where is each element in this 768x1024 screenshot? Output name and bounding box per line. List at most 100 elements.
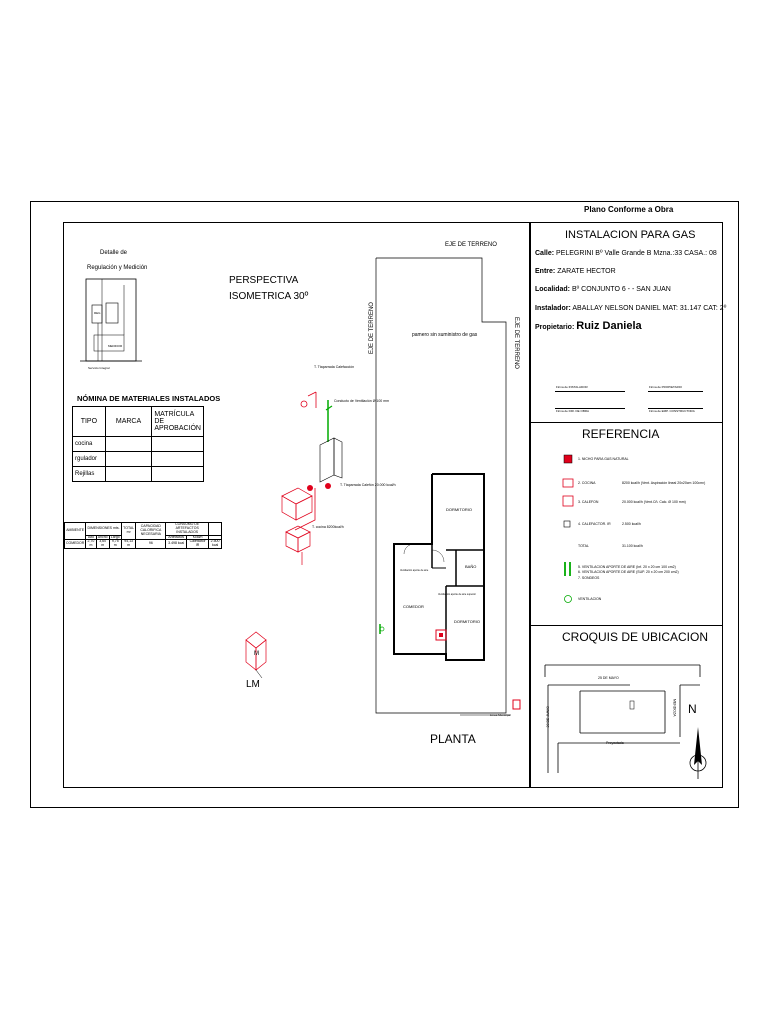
firma-line-2	[648, 391, 703, 392]
amb-header-blank	[208, 534, 222, 541]
instalador-label: Instalador:	[535, 305, 571, 312]
amb-header-capacidad: CAPACIDAD CALORIFICA NECESARIA	[135, 521, 167, 541]
planta-calefactor-symbol	[435, 629, 447, 641]
localidad-label: Localidad:	[535, 286, 571, 293]
street-bottom: Proyectada	[606, 741, 624, 745]
planta-note-small-2: Ventilación aporte de aire superior	[438, 593, 476, 596]
mat-cell-empty	[104, 466, 153, 482]
amb-header-largo: Largo	[108, 534, 122, 541]
planta-title: PLANTA	[430, 732, 476, 746]
mat-cell-empty	[151, 466, 204, 482]
ref-item-7: 7. SONDEOS	[578, 576, 600, 580]
drawing-frame	[63, 222, 530, 788]
entre-value: ZARATE HECTOR	[557, 268, 616, 275]
amb-cell: 2,70 m	[85, 539, 97, 550]
ref-item-4: 4. CALEFACTOR. IR	[578, 522, 611, 526]
lm-box	[245, 631, 267, 649]
amb-cell: 3.498 kcal	[165, 539, 188, 550]
firma-propietario: Firma de PROPIETARIO	[649, 385, 682, 389]
firma-dir-obra: Firma de DIR. DE OBRA	[556, 409, 590, 413]
iso-label-calefon: T. Ttaparrada Calefón 20.000 kcal/h	[340, 483, 396, 487]
instalador-line: Instalador: ABALLAY NELSON DANIEL MAT: 3…	[535, 305, 726, 312]
ambiente-table: AMBIENTE DIMENSIONES mts. TOTAL m³ CAPAC…	[63, 521, 222, 550]
croquis-title: CROQUIS DE UBICACION	[562, 630, 709, 644]
mat-cell-empty	[104, 451, 153, 467]
detalle-regulador: REG	[94, 311, 101, 315]
amb-header-blank	[208, 522, 222, 536]
ref-total-value: 31.100 kcal/h	[622, 544, 643, 548]
street-right: MENDOZA	[672, 699, 677, 717]
detalle-drawing	[80, 278, 142, 362]
croquis-map	[544, 664, 707, 779]
planta-nicho-symbol	[512, 699, 521, 710]
perspectiva-title-2: ISOMETRICA 30º	[229, 291, 309, 302]
iso-lm-large: LM	[246, 679, 260, 690]
detalle-title-2: Regulación y Medición	[87, 265, 148, 271]
lote-marker	[629, 700, 635, 710]
regulador-box	[91, 304, 103, 324]
calefactor-symbol	[563, 520, 571, 528]
planta-note-small-1: Ventilación aporte de aire	[400, 569, 429, 572]
amb-header-total: TOTAL m³	[120, 521, 137, 541]
firma-emp-constructora: Firma de EMP. CONSTRUCTORA	[649, 409, 695, 413]
ventilacion-circle	[564, 595, 572, 603]
planta-drawing	[375, 257, 521, 716]
amb-header-dimensiones: DIMENSIONES mts.	[85, 522, 122, 536]
firma-instalador: Firma de INSTALADOR	[556, 385, 588, 389]
room-comedor: COMEDOR	[403, 604, 424, 609]
calefon-symbol	[562, 495, 574, 507]
detalle-title-1: Detalle de	[100, 250, 128, 256]
ref-item-3: 3. CALEFON	[578, 500, 599, 504]
planta-note: pamero sin suministro de gas	[412, 332, 478, 338]
room-dormitorio-2: DORMITORIO	[454, 619, 480, 624]
ref-item-1: 1. NICHO PARA GAS NATURAL	[578, 457, 629, 461]
main-title: INSTALACION PARA GAS	[565, 229, 696, 241]
planta-linea-municipal: Linea Municipal	[490, 713, 511, 717]
street-top: 25 DE MAYO	[598, 676, 619, 680]
ref-item-2: 2. COCINA	[578, 481, 596, 485]
room-dormitorio-1: DORMITORIO	[446, 507, 472, 512]
calle-value: PELEGRINI Bº Valle Grande B Mzna.:33 CAS…	[556, 250, 717, 257]
ref-item-3-value: 20.000 kcal/h (Vent.Cñ. Calc. Ø 100 mm)	[622, 500, 686, 504]
title-divider-1	[530, 422, 723, 423]
sheet-frame	[30, 201, 739, 808]
amb-cell: 2.500 kcal	[208, 539, 222, 550]
firma-line-1	[555, 391, 625, 392]
amb-header-ambiente: AMBIENTE	[63, 521, 87, 541]
firma-line-3	[555, 408, 625, 409]
amb-header-kcal: Kcal/h	[186, 534, 210, 541]
calefon-valve-symbol	[307, 485, 313, 491]
amb-header-consumo: CONSUMO DE ARTEFACTOS INSTALADOS	[165, 522, 210, 536]
north-arrow-icon	[694, 727, 702, 765]
localidad-value: Bº CONJUNTO 6 - - SAN JUAN	[571, 286, 671, 293]
materiales-title: NÓMINA DE MATERIALES INSTALADOS	[77, 394, 221, 403]
medidor-box	[105, 302, 119, 324]
ref-item-5: 5. VENTILACION APORTE DE AIRE (Inf. 20 x…	[578, 565, 676, 569]
nicho-symbol	[563, 454, 573, 464]
ref-item-6: 6. VENTILACION APORTE DE AIRE (SUP. 20 x…	[578, 570, 679, 574]
instalador-value: ABALLAY NELSON DANIEL MAT: 31.147 CAT: 2…	[572, 305, 727, 312]
isometric-drawing	[245, 391, 343, 679]
calefaccion-symbol	[300, 400, 308, 408]
amb-header-artefactos: Artefactos	[165, 534, 188, 541]
entre-line: Entre: ZARATE HECTOR	[535, 268, 616, 275]
mat-cell-empty	[151, 451, 204, 467]
mat-cell-empty	[151, 436, 204, 452]
title-divider-2	[530, 625, 723, 626]
firma-line-4	[648, 408, 703, 409]
iso-lm-small: M	[254, 651, 259, 657]
iso-label-cocina: T. cocina 8200kcal/h	[312, 525, 344, 529]
cocina-valve-symbol	[325, 483, 331, 489]
amb-cell: 3,60 m	[95, 539, 110, 550]
mat-header-tipo: TIPO	[72, 406, 106, 437]
ref-total: TOTAL	[578, 544, 589, 548]
iso-label-ventilacion: Conducto de Ventilación Ø 100 mm	[334, 399, 390, 403]
materiales-table: TIPO MARCA MATRÍCULA DE APROBACIÓN cocin…	[72, 406, 204, 482]
amb-cell: 9,75 m	[108, 539, 122, 550]
street-left: 20 DE JUNIO	[545, 706, 550, 728]
mat-header-marca: MARCA	[104, 406, 153, 437]
amb-cell: COMEDOR	[63, 539, 87, 550]
mat-header-matricula: MATRÍCULA DE APROBACIÓN	[151, 406, 204, 437]
mat-row-regulador: rgulador	[72, 451, 106, 467]
amb-cell: 96	[135, 539, 167, 550]
